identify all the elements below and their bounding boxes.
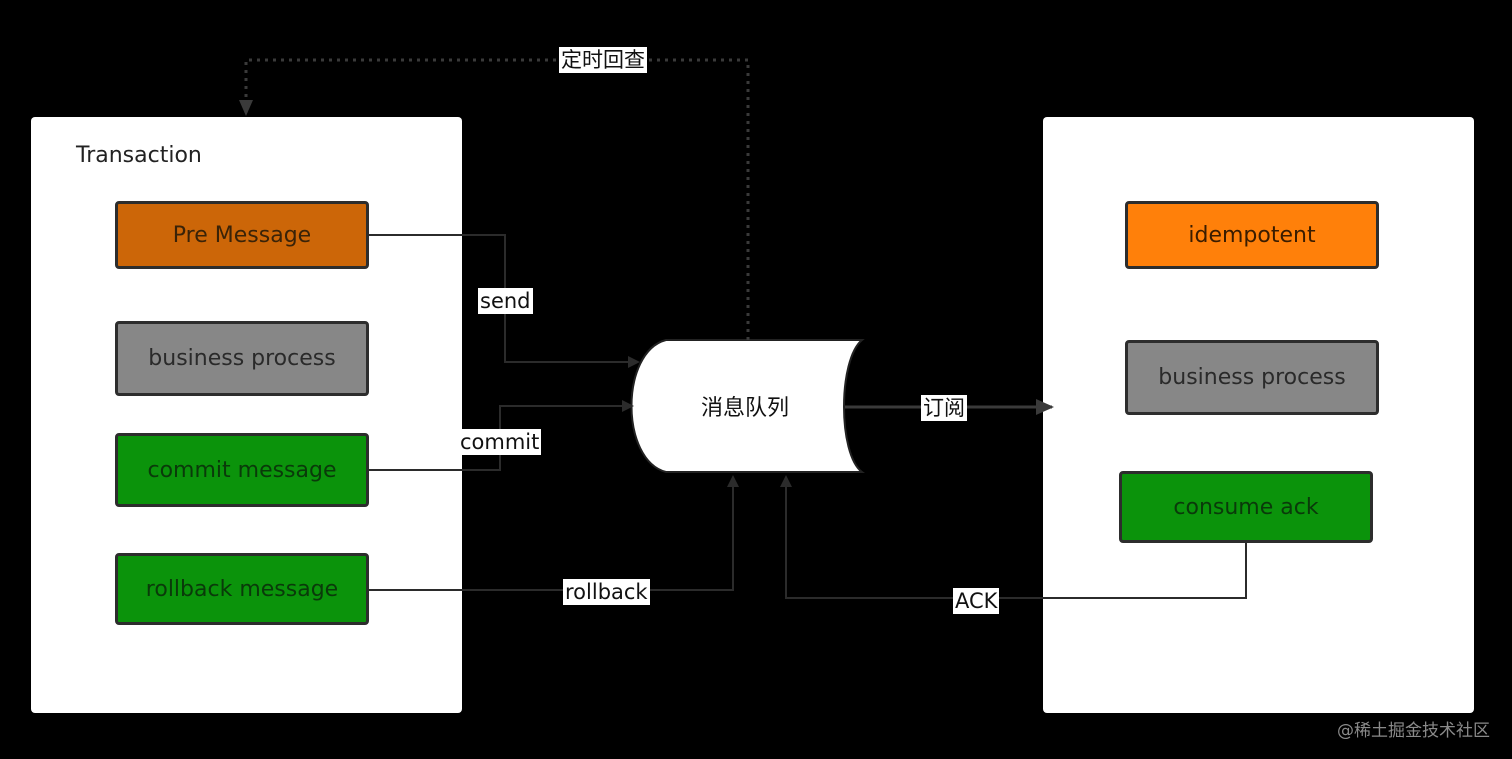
- subscribe-label: 订阅: [921, 395, 967, 421]
- business-process-box: business process: [115, 321, 369, 396]
- rollback-connector: [369, 475, 739, 591]
- scheduled-check-connector: [239, 58, 750, 340]
- consumer-business-process-box: business process: [1125, 340, 1379, 415]
- message-queue-label: 消息队列: [700, 396, 789, 421]
- message-queue-shape: [630, 339, 865, 473]
- rollback-message-box: rollback message: [115, 553, 369, 625]
- idempotent-box: idempotent: [1125, 201, 1379, 269]
- commit-label: commit: [458, 429, 542, 455]
- pre-message-box: Pre Message: [115, 201, 369, 269]
- watermark: @稀土掘金技术社区: [1337, 721, 1490, 741]
- ack-connector: [780, 475, 1247, 599]
- scheduled-check-label: 定时回查: [559, 47, 647, 73]
- consume-ack-box: consume ack: [1119, 471, 1373, 543]
- commit-message-box: commit message: [115, 433, 369, 507]
- rollback-label: rollback: [563, 579, 650, 605]
- ack-label: ACK: [953, 588, 1000, 614]
- send-label: send: [478, 288, 533, 314]
- transaction-title: Transaction: [76, 143, 202, 168]
